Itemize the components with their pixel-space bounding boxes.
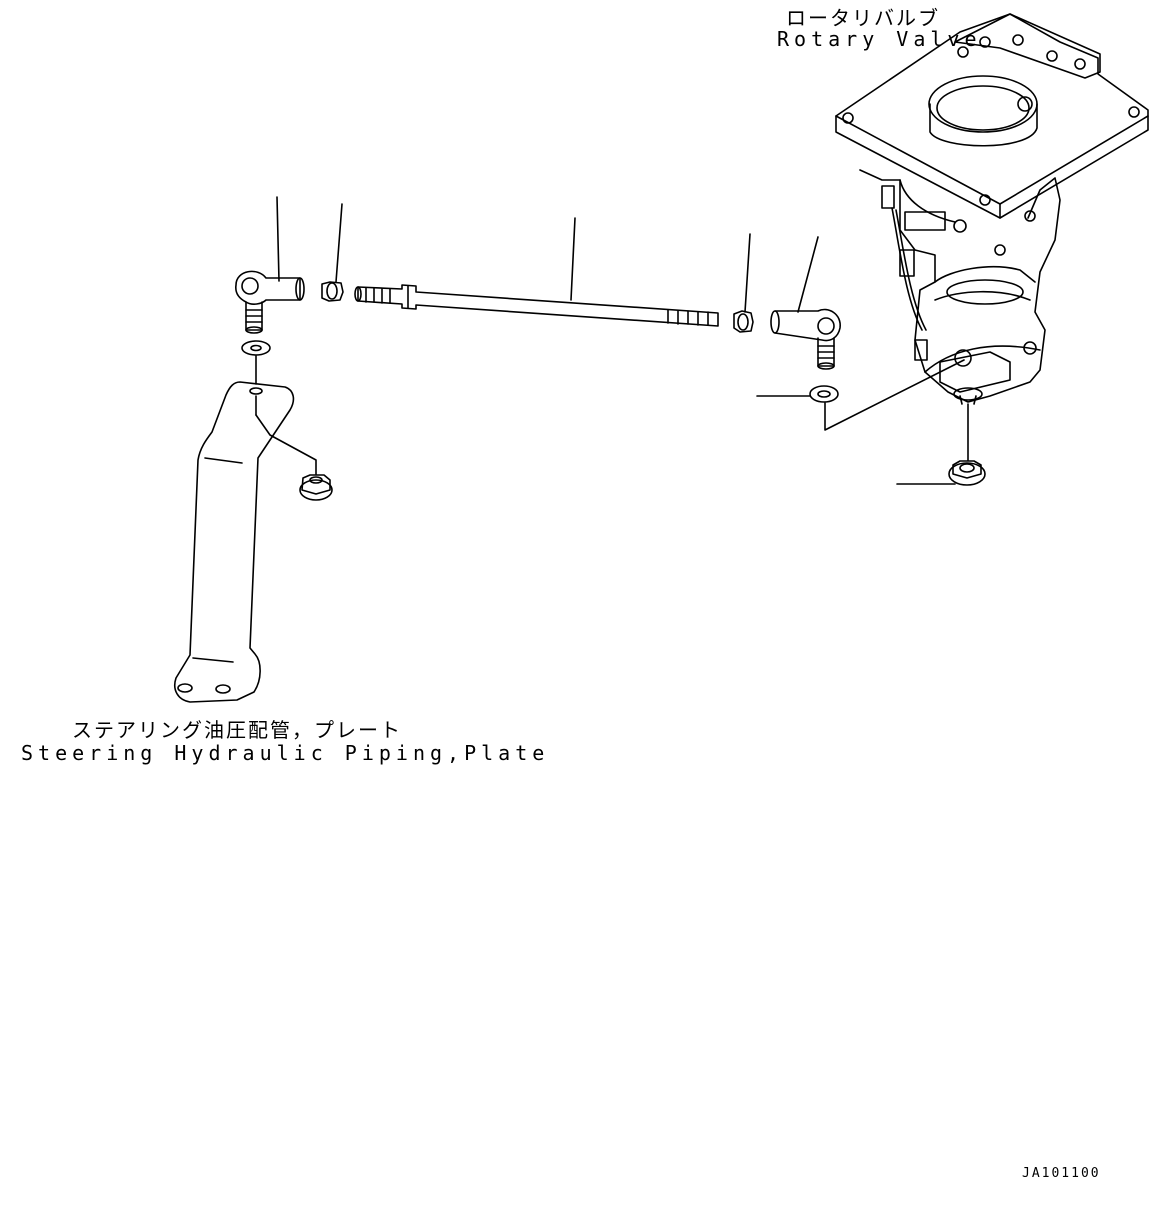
drawing-number: JA101100 [1022,1166,1101,1181]
steering-piping-label-en: Steering Hydraulic Piping,Plate [21,741,550,765]
rotary-valve-label-en: Rotary Valve [777,27,982,51]
leader-lines [255,196,969,485]
valve-flange-nut [948,460,986,486]
left-nut [321,281,344,302]
rotary-valve-assembly [835,13,1149,405]
right-elbow-fitting [770,308,841,370]
bracket-flange-nut [299,474,333,501]
right-nut [733,310,754,333]
bracket-plate [174,381,295,703]
left-washer [241,340,271,356]
left-elbow-fitting [235,270,305,334]
right-washer [809,385,839,403]
hydraulic-tube [354,284,719,327]
steering-piping-label-jp: ステアリング油圧配管，プレート [72,718,402,742]
rotary-valve-label-jp: ロータリバルブ [786,6,940,30]
